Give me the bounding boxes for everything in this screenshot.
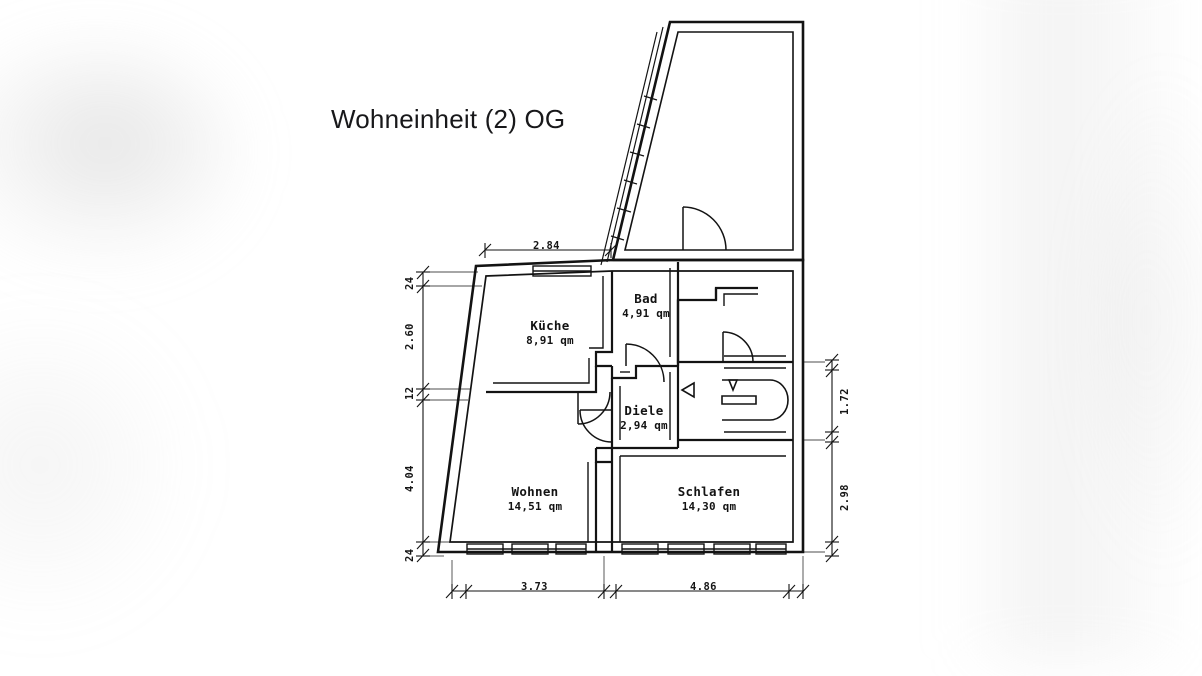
dim-top-2-84: 2.84 (533, 240, 560, 252)
dim-bottom-4-86: 4.86 (690, 581, 717, 593)
door-diele (579, 409, 613, 443)
dimline-top (478, 243, 618, 258)
door-bad (625, 343, 665, 383)
room-kueche-walls (486, 271, 614, 394)
fixture-u-shape (721, 379, 789, 421)
room-label-schlafen: Schlafen 14,30 qm (660, 484, 758, 513)
apartment-inner-wall (449, 270, 794, 543)
room-name-kueche: Küche (530, 318, 570, 333)
room-bad-inner (620, 268, 671, 373)
room-area-wohnen: 14,51 qm (507, 499, 563, 513)
dimline-right (803, 353, 839, 563)
room-name-bad: Bad (634, 291, 658, 306)
dim-left-24-bottom: 24 (404, 548, 416, 562)
orientation-marker-right (727, 379, 739, 393)
room-label-wohnen: Wohnen 14,51 qm (487, 484, 583, 513)
dim-right-2-98: 2.98 (839, 484, 851, 511)
room-label-bad: Bad 4,91 qm (600, 291, 692, 320)
room-area-schlafen: 14,30 qm (681, 499, 737, 513)
dim-left-4-04: 4.04 (404, 465, 416, 492)
stair-hatching (600, 21, 671, 266)
room-area-kueche: 8,91 qm (526, 333, 574, 347)
room-label-kueche: Küche 8,91 qm (500, 318, 600, 347)
room-name-schlafen: Schlafen (677, 484, 741, 499)
page-title: Wohneinheit (2) OG (331, 104, 566, 134)
orientation-marker-left (680, 381, 695, 399)
room-area-bad: 4,91 qm (622, 306, 670, 320)
right-closet-inner (723, 293, 786, 433)
dim-left-24-top: 24 (404, 276, 416, 290)
dim-right-1-72: 1.72 (839, 388, 851, 415)
right-closet-walls (676, 288, 793, 442)
room-schlafen-walls (610, 446, 678, 552)
room-name-diele: Diele (624, 403, 664, 418)
room-label-diele: Diele 2,94 qm (601, 403, 687, 432)
room-kueche-inner (493, 276, 604, 384)
dimline-left (416, 265, 482, 563)
room-name-wohnen: Wohnen (511, 484, 559, 499)
room-schlafen-inner (619, 455, 786, 542)
dim-bottom-3-73: 3.73 (521, 581, 548, 593)
room-area-diele: 2,94 qm (620, 418, 668, 432)
windows-bottom (466, 543, 787, 555)
door-right-niche (722, 331, 754, 363)
dimline-bottom (445, 556, 810, 599)
dim-left-2-60: 2.60 (404, 323, 416, 350)
dim-left-12: 12 (404, 386, 416, 400)
door-upper-hall (682, 206, 727, 251)
window-kueche-top (532, 265, 592, 277)
room-diele-inner (619, 372, 671, 440)
